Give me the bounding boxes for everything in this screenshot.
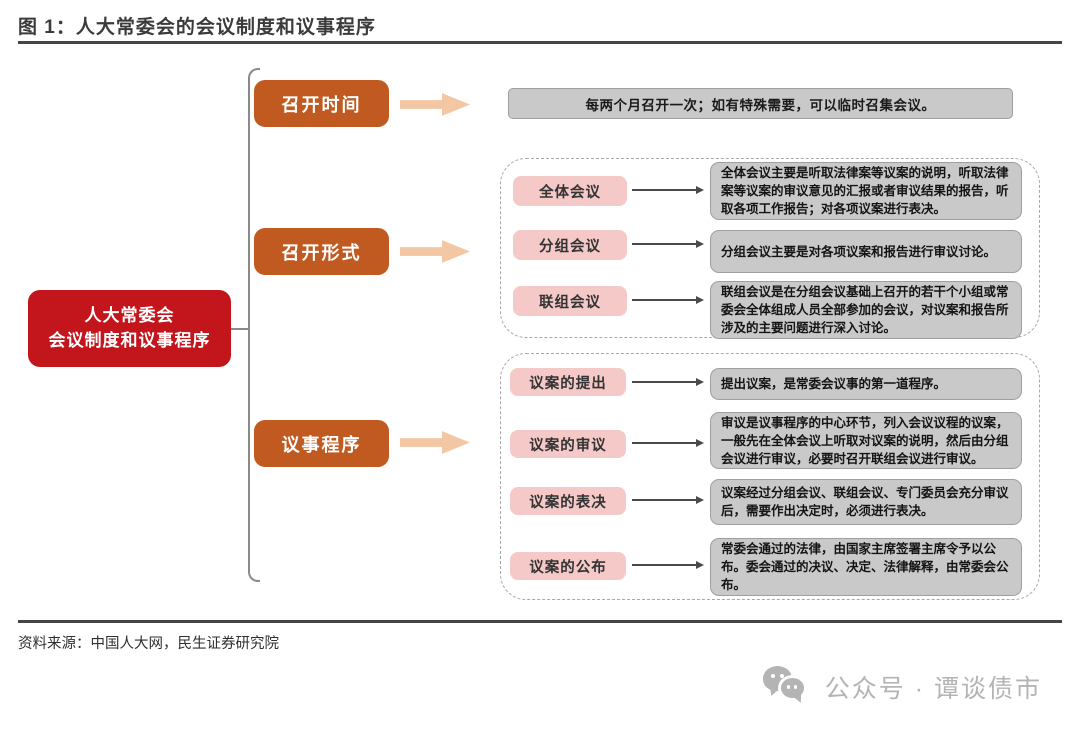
figure-title: 图 1：人大常委会的会议制度和议事程序 bbox=[18, 17, 376, 38]
procedure-step-desc: 议案经过分组会议、联组会议、专门委员会充分审议后，需要作出决定时，必须进行表决。 bbox=[710, 479, 1022, 525]
time-note-box: 每两个月召开一次；如有特殊需要，可以临时召集会议。 bbox=[508, 88, 1013, 119]
connector-arrow-icon bbox=[632, 561, 704, 569]
source-note: 资料来源：中国人大网，民生证券研究院 bbox=[18, 636, 279, 652]
connector-arrow-icon bbox=[632, 240, 704, 248]
procedure-step-item: 议案的提出 bbox=[510, 368, 626, 396]
wechat-logo-icon bbox=[762, 666, 811, 709]
connector-arrow-icon bbox=[632, 378, 704, 386]
procedure-step-desc: 审议是议事程序的中心环节，列入会议议程的议案，一般先在全体会议上听取对议案的说明… bbox=[710, 412, 1022, 469]
branch-time-label: 召开时间 bbox=[254, 80, 389, 127]
right-arrow-icon bbox=[400, 431, 470, 454]
procedure-group-container bbox=[500, 353, 1040, 600]
procedure-step-item: 议案的审议 bbox=[510, 430, 626, 458]
branch-procedure-label: 议事程序 bbox=[254, 420, 389, 467]
wechat-account-label: 公众号 · 谭谈债市 bbox=[824, 675, 1042, 703]
meeting-type-desc: 联组会议是在分组会议基础上召开的若干个小组或常委会全体组成人员全部参加的会议，对… bbox=[710, 281, 1022, 339]
desc-text: 分组会议主要是对各项议案和报告进行审议讨论。 bbox=[721, 244, 997, 259]
desc-text: 常委会通过的法律，由国家主席签署主席令予以公布。委会通过的决议、决定、法律解释，… bbox=[721, 542, 1009, 592]
root-connector-line bbox=[231, 328, 249, 330]
desc-text: 全体会议主要是听取法律案等议案的说明，听取法律案等议案的审议意见的汇报或者审议结… bbox=[721, 166, 1009, 216]
connector-arrow-icon bbox=[632, 496, 704, 504]
right-arrow-icon bbox=[400, 240, 470, 263]
source-rule bbox=[18, 620, 1062, 623]
meeting-type-desc: 分组会议主要是对各项议案和报告进行审议讨论。 bbox=[710, 230, 1022, 273]
root-node-line2: 会议制度和议事程序 bbox=[48, 330, 211, 350]
connector-arrow-icon bbox=[632, 439, 704, 447]
root-node-line1: 人大常委会 bbox=[84, 305, 175, 325]
procedure-step-desc: 提出议案，是常委会议事的第一道程序。 bbox=[710, 368, 1022, 400]
procedure-step-item: 议案的公布 bbox=[510, 552, 626, 580]
desc-text: 议案经过分组会议、联组会议、专门委员会充分审议后，需要作出决定时，必须进行表决。 bbox=[721, 486, 1009, 518]
connector-arrow-icon bbox=[632, 296, 704, 304]
desc-text: 联组会议是在分组会议基础上召开的若干个小组或常委会全体组成人员全部参加的会议，对… bbox=[721, 285, 1009, 335]
right-arrow-icon bbox=[400, 93, 470, 116]
meeting-type-item: 全体会议 bbox=[513, 176, 627, 206]
procedure-step-item: 议案的表决 bbox=[510, 487, 626, 515]
desc-text: 提出议案，是常委会议事的第一道程序。 bbox=[721, 377, 947, 391]
meeting-type-desc: 全体会议主要是听取法律案等议案的说明，听取法律案等议案的审议意见的汇报或者审议结… bbox=[710, 162, 1022, 220]
tree-bracket bbox=[248, 68, 260, 582]
connector-arrow-icon bbox=[632, 186, 704, 194]
root-node: 人大常委会 会议制度和议事程序 bbox=[28, 290, 231, 367]
procedure-step-desc: 常委会通过的法律，由国家主席签署主席令予以公布。委会通过的决议、决定、法律解释，… bbox=[710, 538, 1022, 596]
meeting-type-item: 分组会议 bbox=[513, 230, 627, 260]
wechat-watermark: 公众号 · 谭谈债市 bbox=[762, 666, 1042, 709]
meeting-type-item: 联组会议 bbox=[513, 286, 627, 316]
branch-form-label: 召开形式 bbox=[254, 228, 389, 275]
title-rule bbox=[18, 41, 1062, 44]
desc-text: 审议是议事程序的中心环节，列入会议议程的议案，一般先在全体会议上听取对议案的说明… bbox=[721, 415, 1009, 466]
